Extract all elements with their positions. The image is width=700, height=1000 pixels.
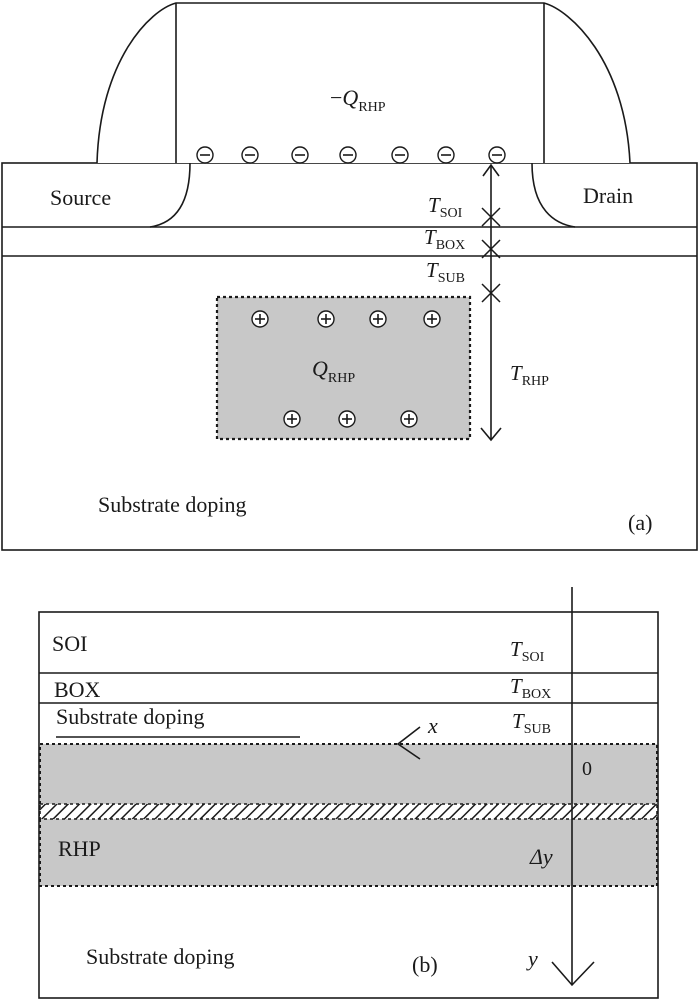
drain-label: Drain	[583, 183, 633, 208]
positive-charge-icon	[251, 310, 269, 328]
rhp-label-b: RHP	[58, 836, 101, 861]
negative-charge-icon	[241, 146, 259, 164]
substrate-top-label-b: Substrate doping	[56, 704, 205, 729]
panel-label-b: (b)	[412, 952, 438, 977]
soi-label-b: SOI	[52, 631, 87, 656]
box-label-b: BOX	[54, 677, 101, 702]
t-soi-label-b: TSOI	[510, 637, 545, 665]
x-axis-arrow	[396, 726, 421, 760]
source-region	[149, 162, 191, 228]
gate-charge-label: −QRHP	[330, 85, 386, 115]
t-sub-label-a: TSUB	[426, 258, 465, 286]
positive-charge-icon	[423, 310, 441, 328]
source-label: Source	[50, 185, 111, 210]
positive-charges	[251, 310, 441, 428]
t-box-label-b: TBOX	[510, 674, 551, 702]
dimension-ticks	[481, 207, 501, 303]
negative-charge-icon	[391, 146, 409, 164]
drain-region	[531, 162, 576, 228]
negative-charge-icon	[488, 146, 506, 164]
y-axis-label: y	[526, 946, 538, 971]
panel-label-a: (a)	[628, 510, 652, 535]
positive-charge-icon	[283, 410, 301, 428]
y-axis-arrowhead	[551, 961, 595, 987]
rhp-slice-hatched	[39, 803, 658, 820]
positive-charge-icon	[338, 410, 356, 428]
positive-charge-icon	[400, 410, 418, 428]
t-rhp-label: TRHP	[510, 361, 549, 389]
q-rhp-label: QRHP	[312, 356, 355, 386]
positive-charge-icon	[317, 310, 335, 328]
figure-b: SOI BOX Substrate doping TSOI TBOX TSUB …	[38, 587, 659, 999]
negative-charge-icon	[196, 146, 214, 164]
negative-charge-icon	[291, 146, 309, 164]
substrate-bottom-label-b: Substrate doping	[86, 944, 235, 969]
dimension-arrow-bottom	[480, 427, 502, 442]
figure-a: Source Drain −QRHP QRHP TSOI TBOX	[1, 2, 698, 551]
substrate-label-a: Substrate doping	[98, 492, 247, 517]
gate-structure	[96, 2, 631, 164]
delta-y-label: Δy	[529, 844, 553, 869]
negative-charge-icon	[339, 146, 357, 164]
dimension-arrow-top	[482, 163, 500, 177]
t-sub-label-b: TSUB	[512, 709, 551, 737]
negative-charges	[196, 146, 506, 164]
negative-charge-icon	[437, 146, 455, 164]
t-soi-label-a: TSOI	[428, 193, 463, 221]
x-axis-label: x	[427, 713, 438, 738]
t-box-label-a: TBOX	[424, 225, 465, 253]
positive-charge-icon	[369, 310, 387, 328]
origin-label: 0	[582, 758, 592, 780]
